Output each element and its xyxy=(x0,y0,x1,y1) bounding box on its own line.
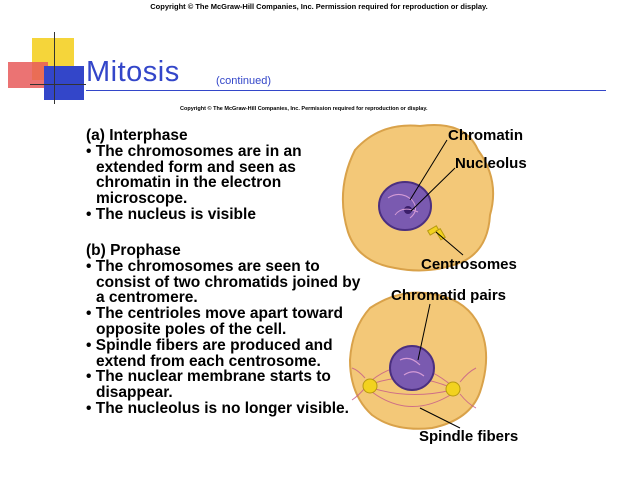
prophase-bullet: • The nucleolus is no longer visible. xyxy=(86,399,349,417)
label-chromatid-pairs: Chromatid pairs xyxy=(391,287,507,304)
prophase-nucleus xyxy=(389,345,435,391)
label-chromatin: Chromatin xyxy=(448,127,523,144)
title-rule xyxy=(86,90,606,91)
interphase-heading: (a) Interphase xyxy=(86,127,188,144)
prophase-bullet: • Spindle fibers are produced and extend… xyxy=(86,336,333,370)
deco-red-square xyxy=(8,62,48,88)
prophase-heading: (b) Prophase xyxy=(86,242,181,259)
page-subtitle: (continued) xyxy=(216,75,272,87)
prophase-text: (b) Prophase • The chromosomes are seen … xyxy=(86,243,366,417)
deco-vertical-line xyxy=(54,32,55,104)
label-centrosomes: Centrosomes xyxy=(421,256,517,273)
interphase-bullet: • The nucleus is visible xyxy=(86,205,256,223)
prophase-bullet: • The chromosomes are seen to consist of… xyxy=(86,257,361,307)
prophase-cell xyxy=(348,291,488,430)
label-spindle-fibers: Spindle fibers xyxy=(419,428,519,445)
interphase-cell xyxy=(341,124,495,272)
interphase-text: (a) Interphase • The chromosomes are in … xyxy=(86,128,348,223)
interphase-centrosomes xyxy=(426,225,446,241)
deco-horizontal-line xyxy=(30,84,86,85)
page-title: Mitosis xyxy=(86,56,180,88)
copyright-notice: Copyright © The McGraw-Hill Companies, I… xyxy=(150,2,488,11)
prophase-bullet: • The nuclear membrane starts to disappe… xyxy=(86,368,331,402)
figure-copyright: Copyright © The McGraw-Hill Companies, I… xyxy=(180,106,428,112)
nucleolus-dot xyxy=(404,206,412,214)
spindle-pointer xyxy=(419,407,461,429)
label-nucleolus: Nucleolus xyxy=(455,155,527,172)
prophase-centrosome-right xyxy=(445,381,461,397)
prophase-bullet: • The centrioles move apart toward oppos… xyxy=(86,305,343,338)
deco-blue-square xyxy=(44,66,84,100)
chromatid-pointer xyxy=(417,303,431,361)
prophase-centrosome-left xyxy=(362,378,378,394)
interphase-nucleus xyxy=(378,181,432,231)
chromatin-pointer xyxy=(409,139,448,201)
centrosome-pointer xyxy=(435,231,464,256)
nucleolus-pointer xyxy=(410,167,456,212)
interphase-bullet: • The chromosomes are in an extended for… xyxy=(86,142,302,208)
